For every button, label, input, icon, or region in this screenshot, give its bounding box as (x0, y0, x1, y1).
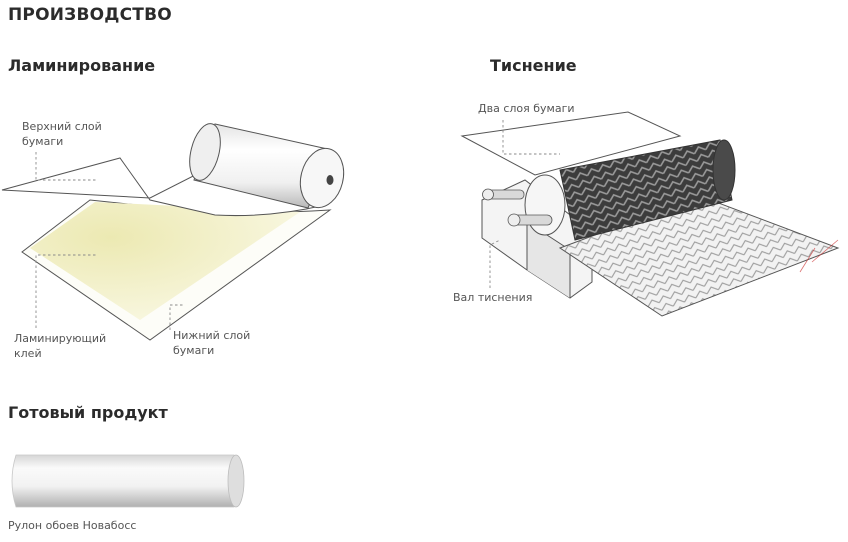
product-title: Готовый продукт (8, 403, 168, 422)
embossing-title: Тиснение (490, 56, 577, 75)
embossing-roller-body (559, 139, 733, 241)
embossing-illustration (460, 111, 840, 317)
top-roller (524, 174, 566, 236)
leader-two-layers (502, 120, 560, 155)
red-mark (799, 239, 839, 273)
paper-roll-left-end (189, 123, 221, 181)
leader-roller (489, 239, 501, 288)
glue-layer (30, 202, 300, 320)
page-title: ПРОИЗВОДСТВО (8, 5, 172, 25)
paper-roll-core (326, 175, 334, 185)
label-two-layers: Два слоя бумаги (478, 102, 575, 115)
label-bottom-layer: Нижний слой бумаги (173, 329, 251, 357)
label-roller: Вал тиснения (453, 291, 533, 304)
label-glue: Ламинирующий клей (14, 332, 107, 360)
finished-roll-illustration (11, 454, 245, 508)
input-paper-sheets (460, 111, 682, 176)
leader-bottom-layer (169, 304, 185, 330)
label-top-layer: Верхний слой бумаги (22, 120, 102, 148)
product-caption: Рулон обоев Новабосс (8, 519, 137, 532)
lamination-title: Ламинирование (8, 56, 156, 75)
lamination-illustration (1, 123, 345, 341)
paper-roll-end (299, 147, 345, 209)
embossing-roller-end (712, 139, 736, 201)
